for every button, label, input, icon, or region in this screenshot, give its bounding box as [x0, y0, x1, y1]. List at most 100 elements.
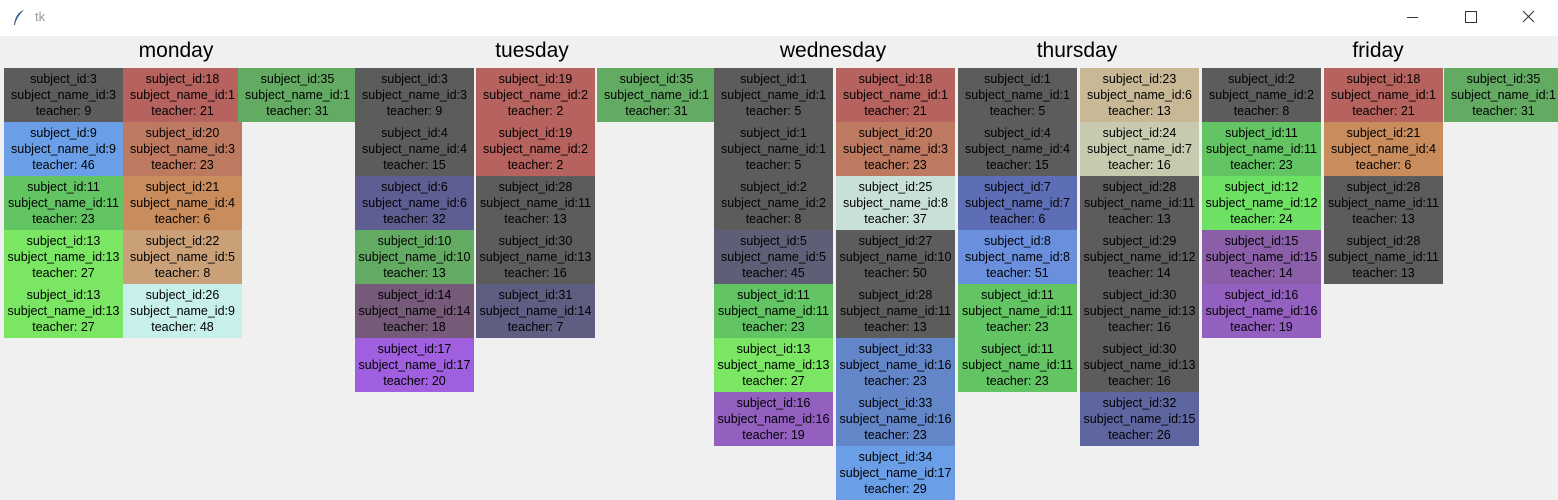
- subject-name-id-label: subject_name_id:9: [11, 142, 116, 156]
- subject-id-label: subject_id:22: [145, 234, 220, 248]
- subject-name-id-label: subject_name_id:13: [7, 250, 120, 264]
- subject-name-id-label: subject_name_id:11: [840, 304, 951, 318]
- subject-name-id-label: subject_name_id:4: [362, 142, 467, 156]
- subject-name-id-label: subject_name_id:8: [965, 250, 1070, 264]
- subject-id-label: subject_id:3: [381, 72, 448, 86]
- teacher-label: teacher: 20: [383, 374, 446, 388]
- close-button[interactable]: [1499, 0, 1557, 36]
- teacher-label: teacher: 21: [151, 104, 214, 118]
- teacher-label: teacher: 13: [864, 320, 927, 334]
- subject-name-id-label: subject_name_id:16: [839, 412, 952, 426]
- minimize-button[interactable]: [1383, 0, 1441, 36]
- subject-id-label: subject_id:31: [498, 288, 573, 302]
- subject-name-id-label: subject_name_id:4: [130, 196, 235, 210]
- subject-name-id-label: subject_name_id:16: [717, 412, 830, 426]
- subject-id-label: subject_id:11: [981, 342, 1054, 356]
- feather-icon: [14, 10, 24, 25]
- subject-name-id-label: subject_name_id:11: [962, 358, 1073, 372]
- subject-id-label: subject_id:17: [377, 342, 452, 356]
- teacher-label: teacher: 16: [504, 266, 567, 280]
- teacher-label: teacher: 27: [32, 266, 95, 280]
- subject-name-id-label: subject_name_id:2: [483, 88, 588, 102]
- teacher-label: teacher: 51: [986, 266, 1049, 280]
- day-header-monday: monday: [138, 39, 214, 62]
- teacher-label: teacher: 8: [1233, 104, 1290, 118]
- subject-id-label: subject_id:2: [740, 180, 807, 194]
- subject-name-id-label: subject_name_id:1: [721, 88, 826, 102]
- subject-name-id-label: subject_name_id:1: [604, 88, 709, 102]
- title-bar: tk: [0, 0, 1558, 36]
- day-header-tuesday: tuesday: [495, 39, 569, 62]
- teacher-label: teacher: 13: [504, 212, 567, 226]
- teacher-label: teacher: 31: [266, 104, 329, 118]
- subject-id-label: subject_id:1: [984, 72, 1051, 86]
- teacher-label: teacher: 13: [1352, 266, 1415, 280]
- subject-name-id-label: subject_name_id:2: [721, 196, 826, 210]
- subject-name-id-label: subject_name_id:15: [1083, 412, 1196, 426]
- teacher-label: teacher: 23: [986, 320, 1049, 334]
- teacher-label: teacher: 5: [989, 104, 1046, 118]
- schedule-cell: subject_id:28 subject_name_id:11 teacher: …: [836, 284, 955, 338]
- subject-name-id-label: subject_name_id:17: [839, 466, 952, 480]
- subject-name-id-label: subject_name_id:7: [1087, 142, 1192, 156]
- teacher-label: teacher: 31: [625, 104, 688, 118]
- subject-id-label: subject_id:23: [1102, 72, 1177, 86]
- teacher-label: teacher: 23: [864, 158, 927, 172]
- subject-id-label: subject_id:28: [858, 288, 933, 302]
- teacher-label: teacher: 45: [742, 266, 805, 280]
- subject-id-label: subject_id:35: [619, 72, 694, 86]
- teacher-label: teacher: 8: [154, 266, 211, 280]
- subject-id-label: subject_id:26: [145, 288, 220, 302]
- maximize-button[interactable]: [1441, 0, 1499, 36]
- teacher-label: teacher: 14: [1230, 266, 1293, 280]
- subject-name-id-label: subject_name_id:7: [965, 196, 1070, 210]
- teacher-label: teacher: 27: [742, 374, 805, 388]
- subject-id-label: subject_id:11: [737, 288, 810, 302]
- subject-name-id-label: subject_name_id:13: [7, 304, 120, 318]
- window-title: tk: [35, 9, 46, 24]
- teacher-label: teacher: 8: [745, 212, 802, 226]
- subject-id-label: subject_id:15: [1224, 234, 1299, 248]
- subject-id-label: subject_id:33: [858, 396, 933, 410]
- subject-name-id-label: subject_name_id:3: [843, 142, 948, 156]
- subject-name-id-label: subject_name_id:4: [965, 142, 1070, 156]
- subject-name-id-label: subject_name_id:6: [1087, 88, 1192, 102]
- subject-name-id-label: subject_name_id:11: [480, 196, 591, 210]
- maximize-icon: [1465, 11, 1477, 23]
- subject-name-id-label: subject_name_id:11: [1206, 142, 1317, 156]
- subject-id-label: subject_id:6: [381, 180, 448, 194]
- subject-name-id-label: subject_name_id:2: [483, 142, 588, 156]
- subject-id-label: subject_id:24: [1102, 126, 1177, 140]
- teacher-label: teacher: 13: [1352, 212, 1415, 226]
- teacher-label: teacher: 46: [32, 158, 95, 172]
- subject-id-label: subject_id:20: [858, 126, 933, 140]
- subject-name-id-label: subject_name_id:10: [358, 250, 471, 264]
- teacher-label: teacher: 13: [383, 266, 446, 280]
- subject-id-label: subject_id:1: [740, 126, 807, 140]
